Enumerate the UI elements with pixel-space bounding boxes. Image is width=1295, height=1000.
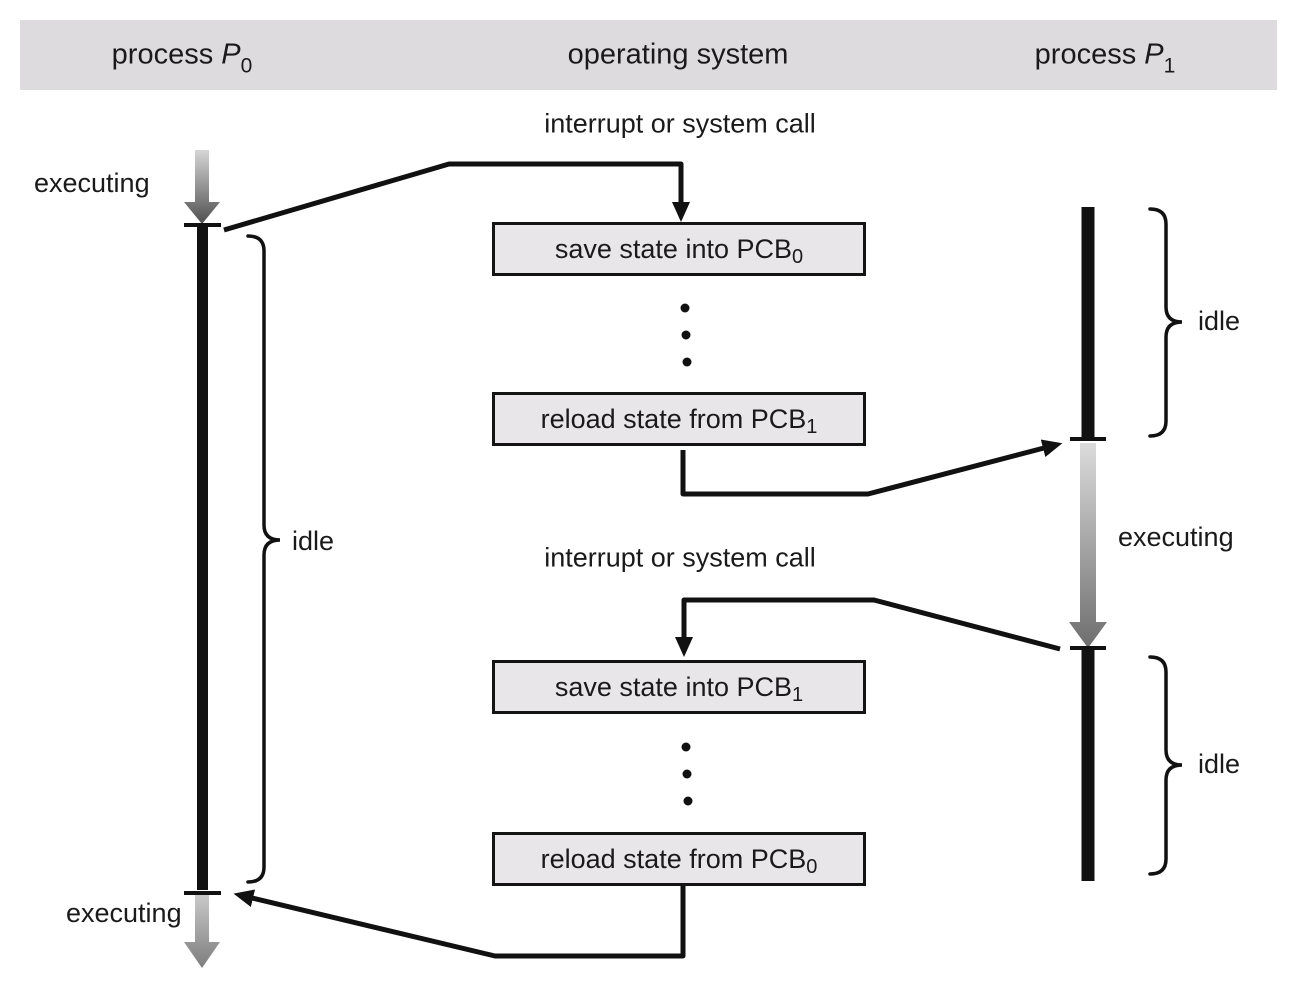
p1-idle-brace-top xyxy=(1148,207,1183,438)
p1-idle-brace-bottom xyxy=(1148,655,1183,876)
idle-braces xyxy=(246,207,1183,884)
p1-executing-arrow xyxy=(1069,443,1107,648)
box-reload-state-pcb0-sub: 0 xyxy=(806,855,818,878)
box-save-state-pcb1-text: save state into PCB xyxy=(554,671,792,702)
box-reload-state-pcb1-text: reload state from PCB xyxy=(540,403,807,434)
box-reload-state-pcb1-sub: 1 xyxy=(806,415,818,438)
p0-executing-arrow-top xyxy=(184,150,220,224)
arrow-p1-to-save-pcb1 xyxy=(675,597,1061,657)
p0-executing-label-bottom: executing xyxy=(66,898,182,928)
p0-idle-brace xyxy=(246,234,281,884)
column-header-bar: process P0 operating system process P1 xyxy=(20,20,1277,90)
box-reload-state-pcb0-text: reload state from PCB xyxy=(540,843,807,874)
p0-symbol: P xyxy=(221,38,241,71)
p1-timeline xyxy=(1069,207,1107,881)
interrupt-label-2: interrupt or system call xyxy=(544,542,816,573)
arrow-reload-pcb0-to-p0 xyxy=(233,886,686,959)
box-save-state-pcb1-sub: 1 xyxy=(792,683,804,706)
column-header-process-p1: process P1 xyxy=(1034,38,1176,78)
p0-executing-label-top: executing xyxy=(34,168,150,198)
p1-idle-label-bottom: idle xyxy=(1198,749,1241,779)
arrow-p0-to-save-pcb0 xyxy=(223,161,690,233)
ellipsis-dots xyxy=(680,303,693,806)
p0-timeline xyxy=(184,150,221,968)
p1-executing-label: executing xyxy=(1118,522,1234,552)
p0-idle-label: idle xyxy=(292,526,335,556)
box-save-state-pcb0-text: save state into PCB xyxy=(554,233,792,264)
column-header-operating-system: operating system xyxy=(567,38,789,71)
interrupt-label-1: interrupt or system call xyxy=(544,108,816,139)
p1-symbol: P xyxy=(1144,38,1164,71)
connector-arrows xyxy=(223,161,1063,959)
p0-executing-arrow-bottom xyxy=(184,895,220,968)
column-header-process-p0: process P0 xyxy=(111,38,253,78)
p0-subscript: 0 xyxy=(240,54,253,78)
p1-idle-label-top: idle xyxy=(1198,306,1241,336)
box-save-state-pcb0-sub: 0 xyxy=(792,245,804,268)
arrow-reload-pcb1-to-p1 xyxy=(680,439,1063,497)
p1-subscript: 1 xyxy=(1163,54,1176,78)
